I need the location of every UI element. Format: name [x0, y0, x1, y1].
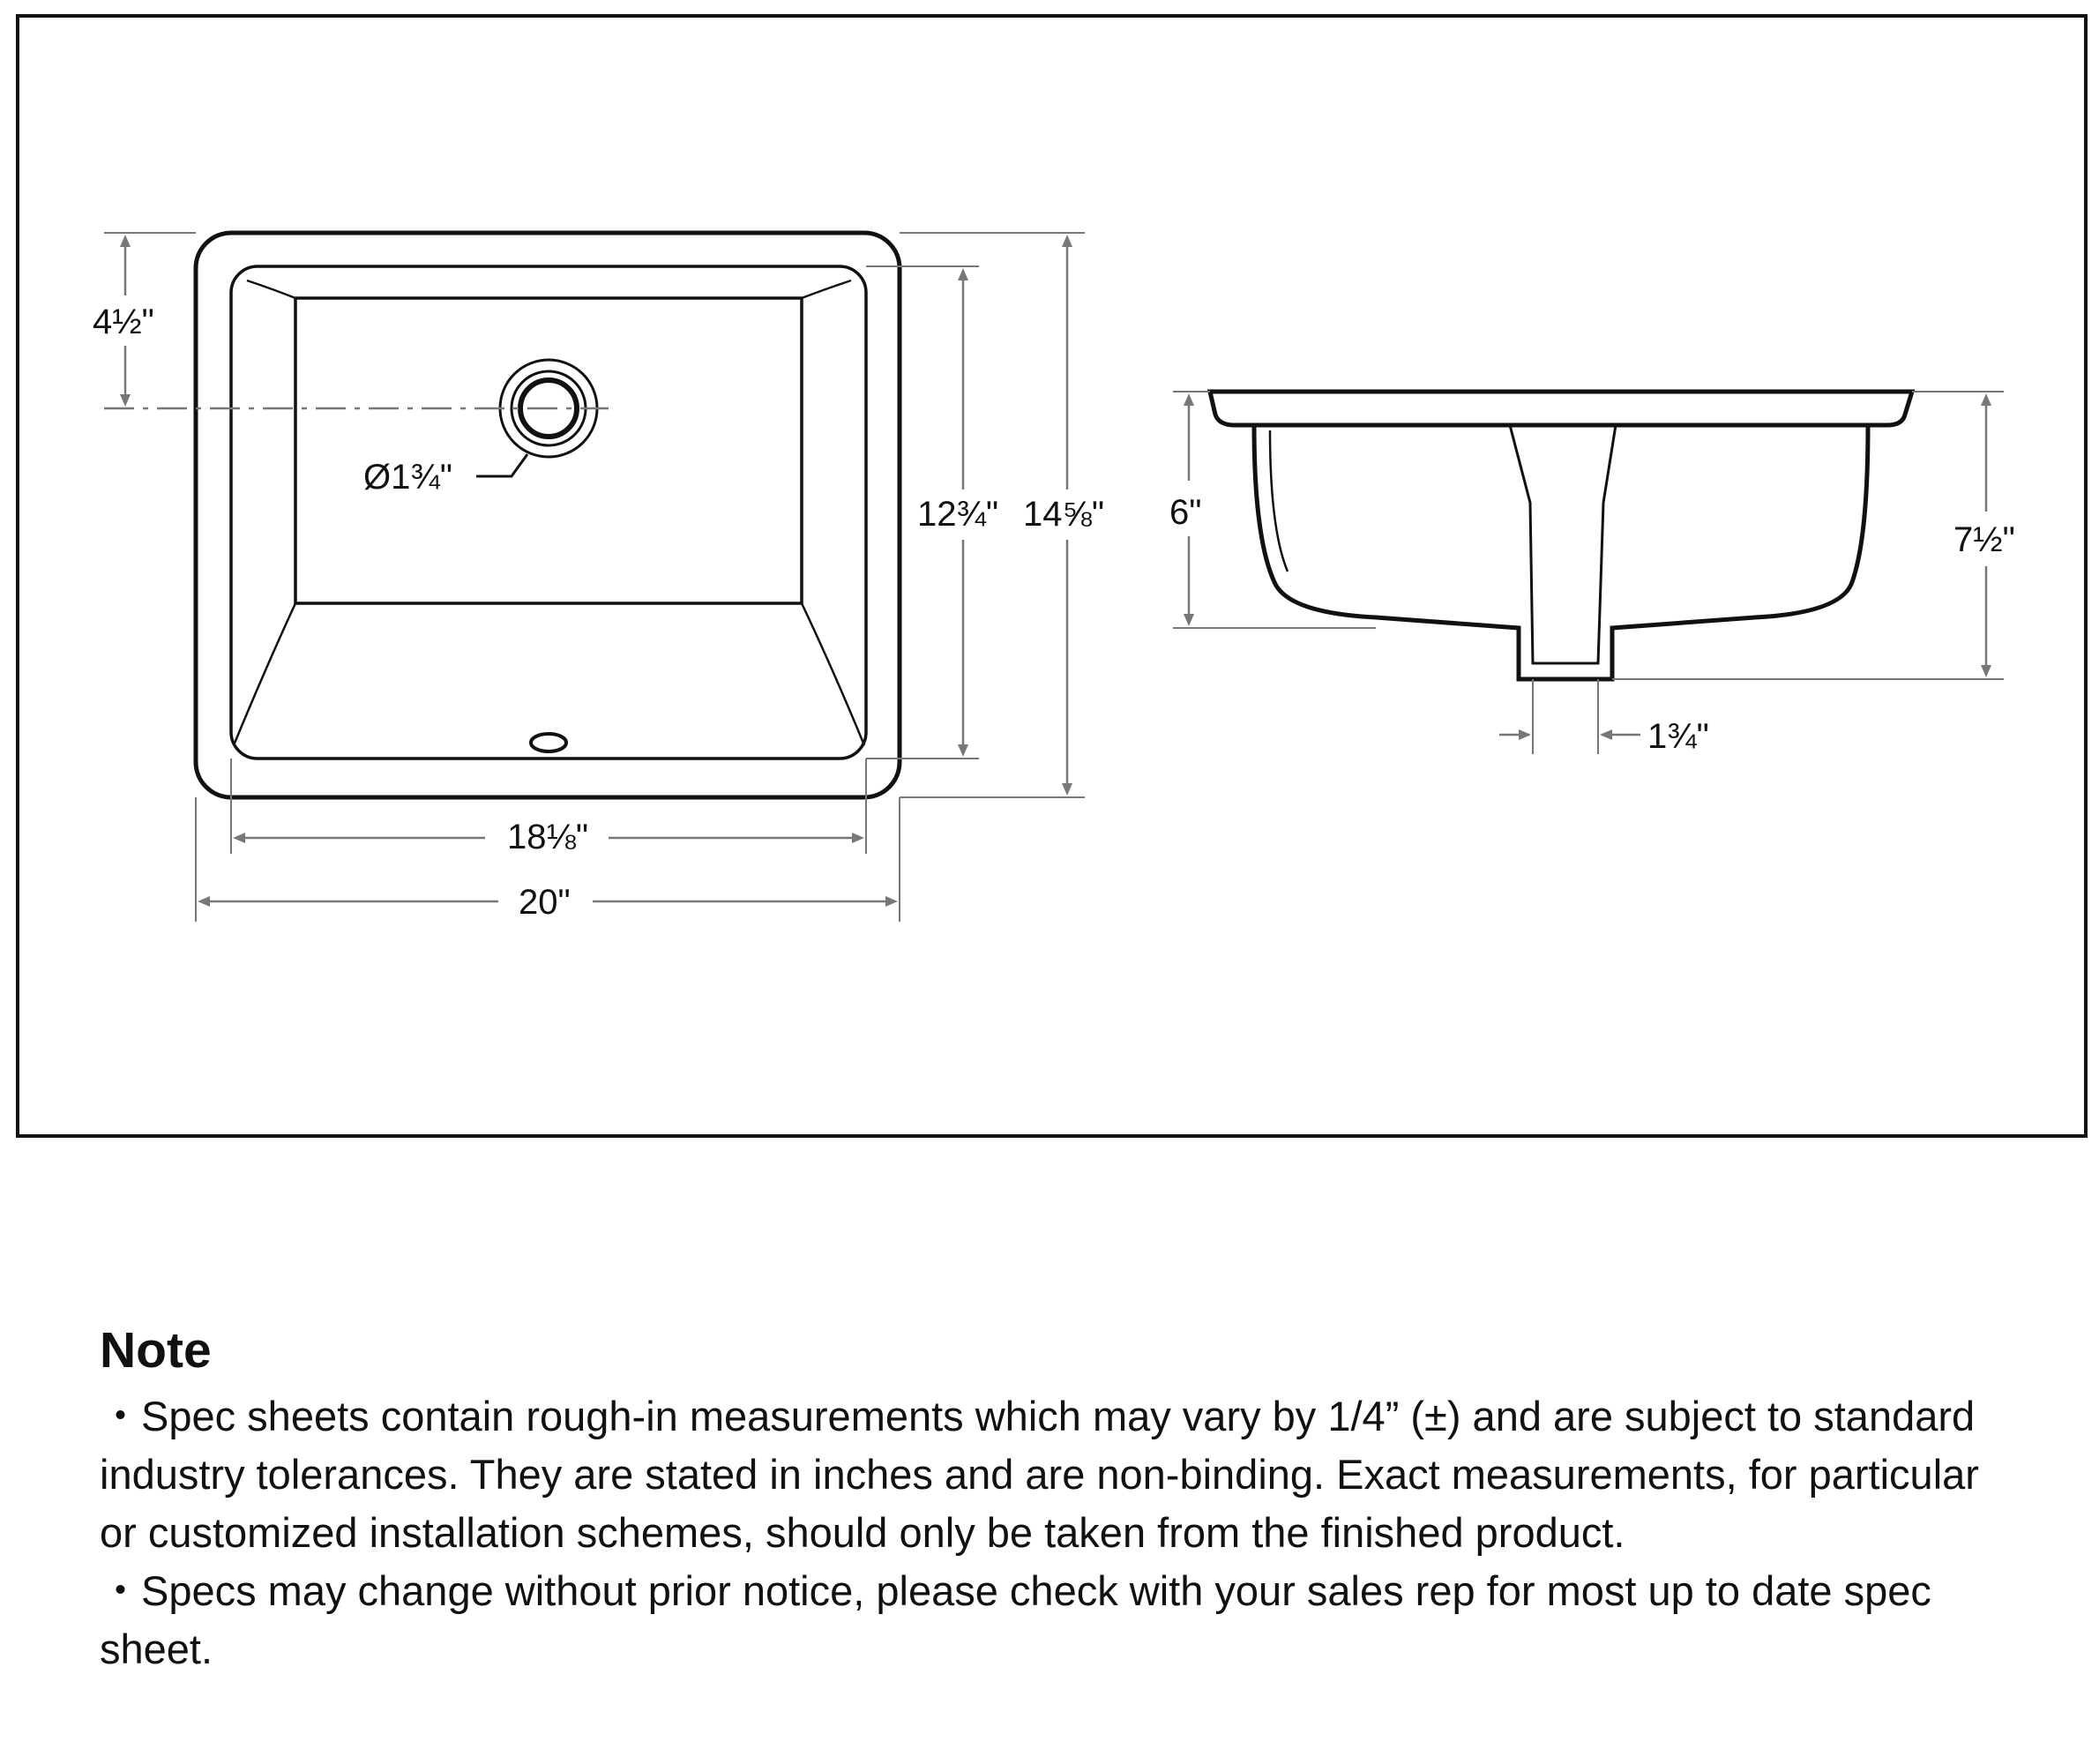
top-view-outer-rim — [193, 230, 902, 800]
side-view-extension-lines — [1173, 391, 2004, 754]
side-view — [1173, 389, 2004, 754]
inner-depth-label: 12¾" — [917, 495, 998, 534]
total-height-label: 7½" — [1953, 520, 2015, 559]
drawing-frame — [16, 14, 2088, 1138]
top-view-bowl-floor — [294, 296, 803, 605]
side-view-arrowheads — [1184, 393, 1991, 740]
inner-width-label: 18⅛" — [507, 818, 588, 856]
side-view-rim — [1206, 389, 1916, 428]
note-title: Note — [100, 1322, 212, 1379]
drain-diameter-label: Ø1¾" — [363, 458, 452, 497]
note-paragraph-2: ・Specs may change without prior notice, … — [100, 1566, 1931, 1672]
top-view-extension-lines — [104, 232, 1085, 922]
side-view-drain-channel — [1508, 424, 1617, 665]
drain-leader — [476, 453, 529, 478]
note-paragraph-1: ・Spec sheets contain rough-in measuremen… — [100, 1392, 1979, 1556]
note-section: Note ・Spec sheets contain rough-in measu… — [100, 1323, 2022, 1678]
drain-offset-label: 4½" — [93, 303, 154, 341]
drain-width-label: 1¾" — [1647, 717, 1709, 756]
top-view-dimension-lines — [123, 238, 1069, 903]
side-view-bowl — [1251, 424, 1871, 682]
top-view-bowl-edge — [229, 265, 868, 760]
outer-depth-label: 14⅝" — [1023, 495, 1104, 534]
top-view — [104, 230, 1085, 922]
bowl-height-label: 6" — [1169, 493, 1201, 532]
top-view-arrowheads — [120, 235, 1072, 907]
outer-width-label: 20" — [519, 883, 571, 922]
bowl-slope-lines — [232, 279, 866, 746]
side-view-bowl-inner — [1268, 430, 1289, 572]
overflow-hole — [529, 732, 568, 753]
